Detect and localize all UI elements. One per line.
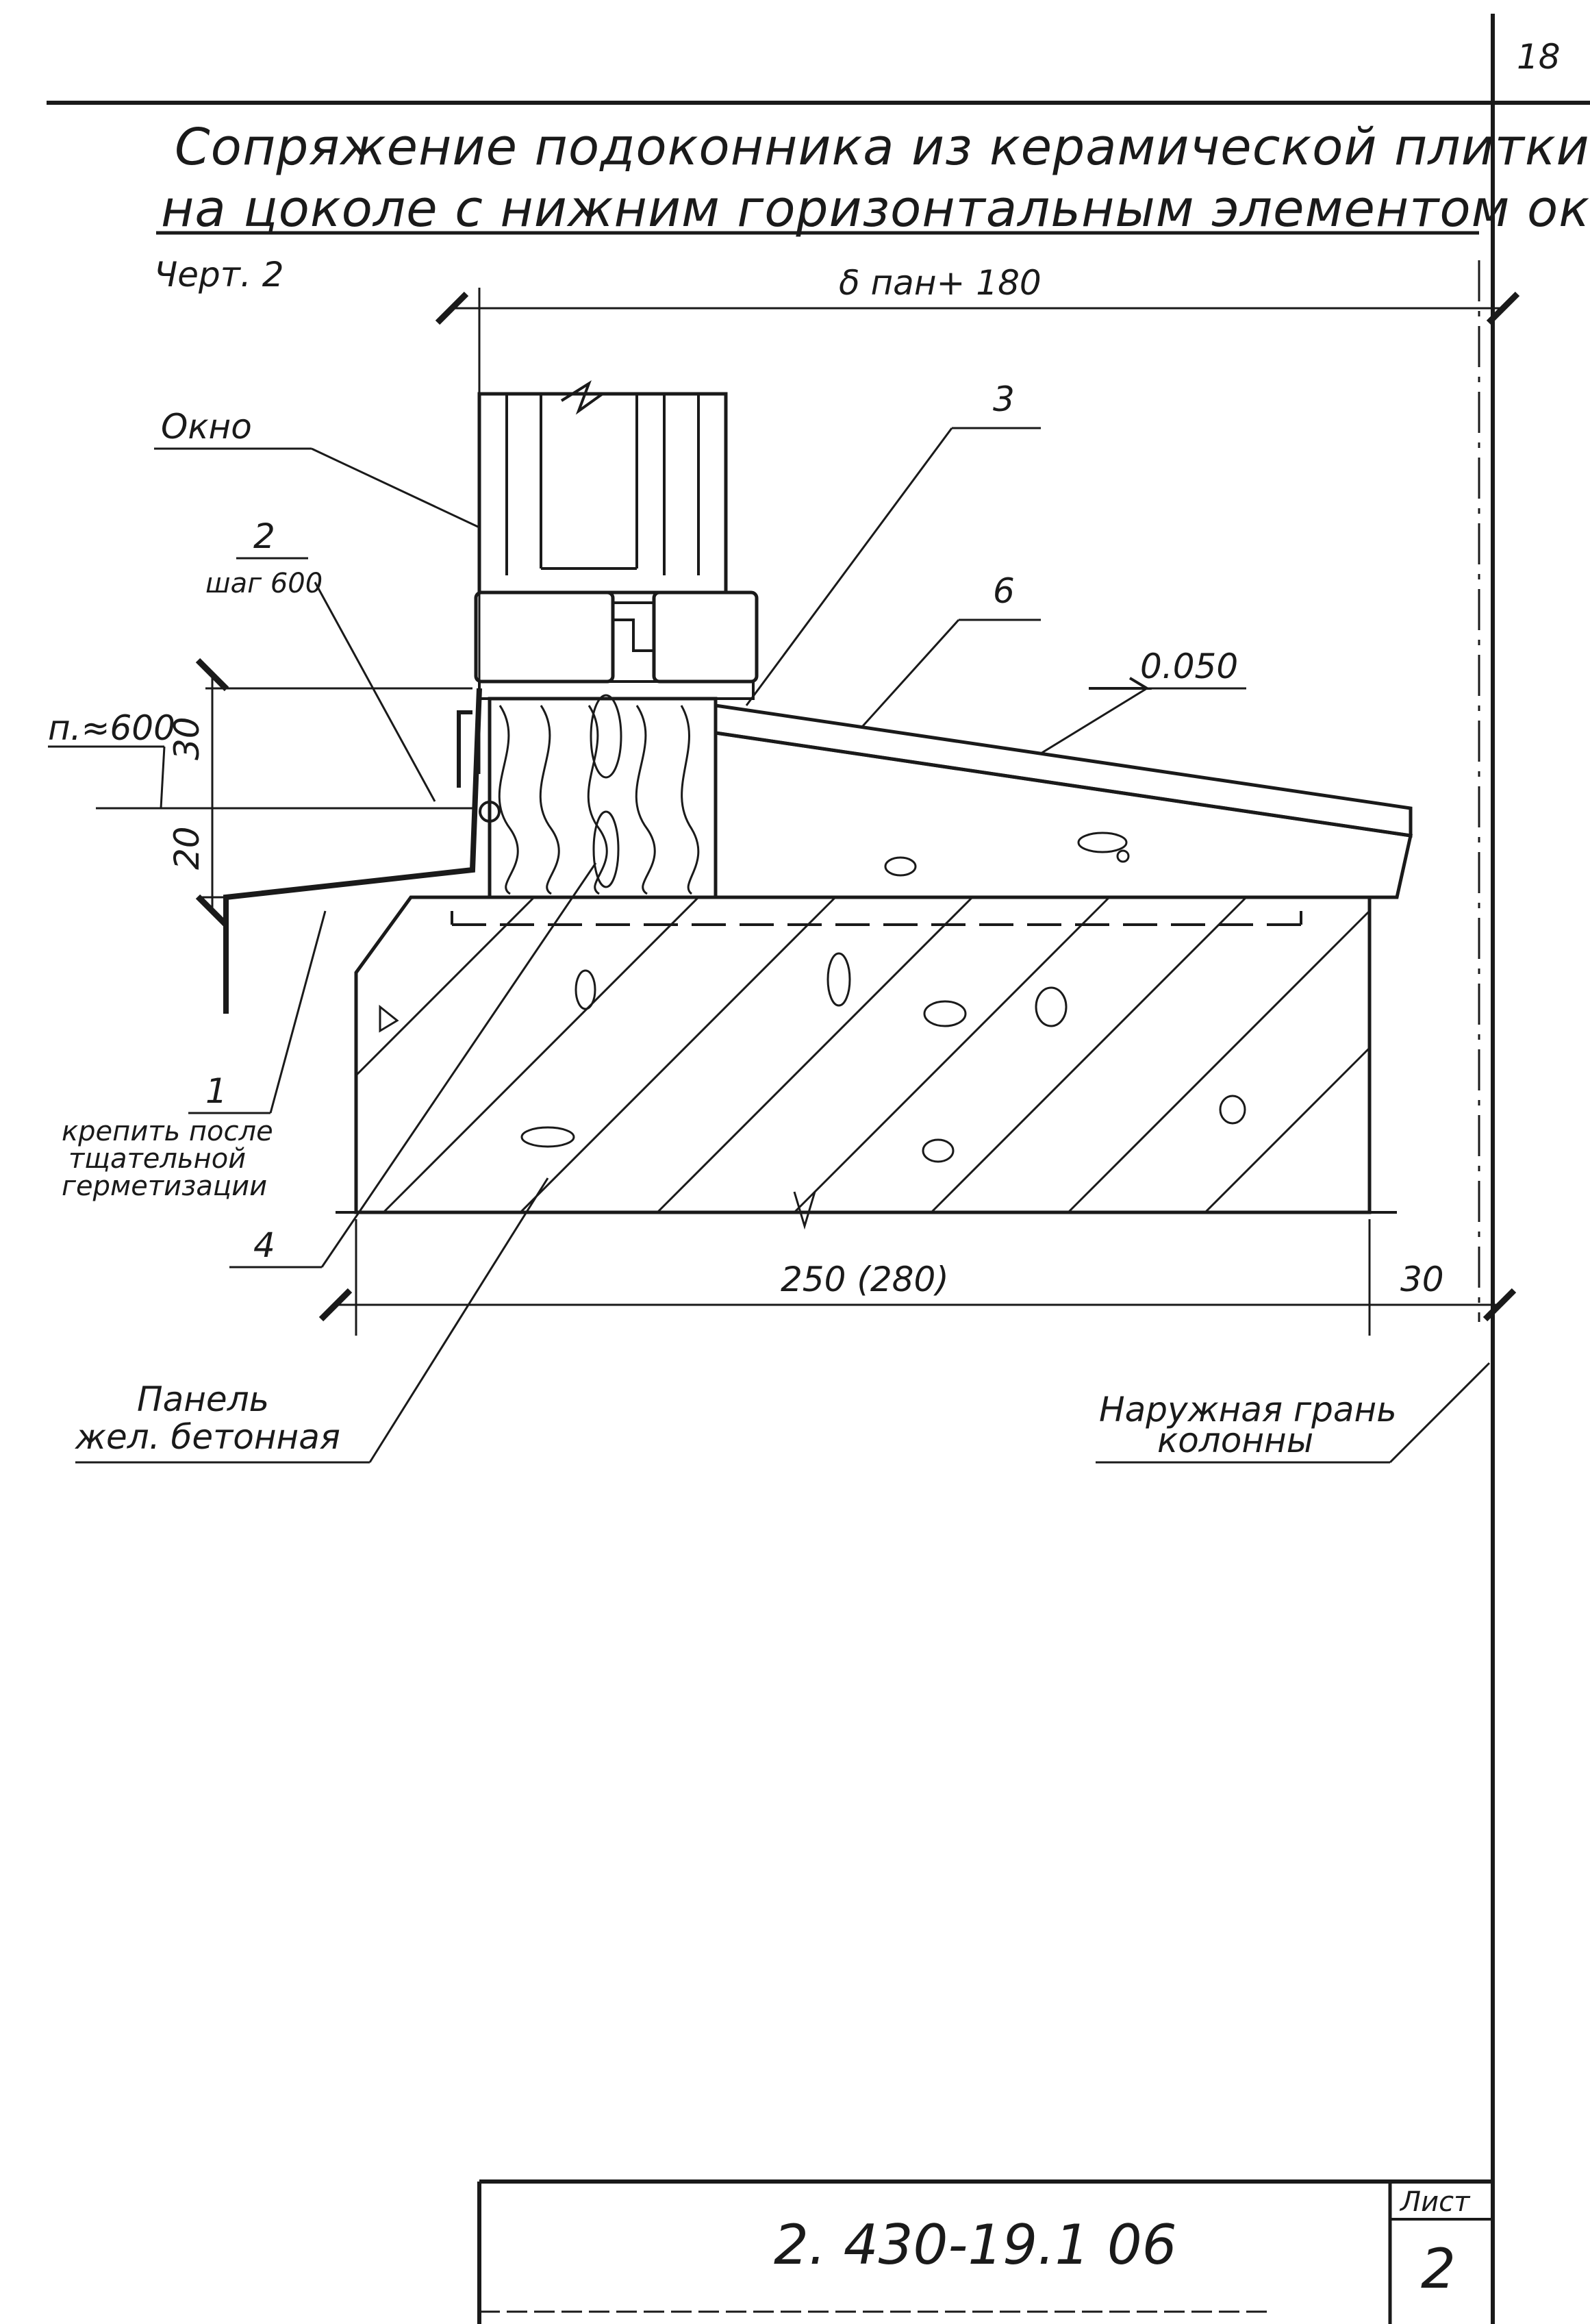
sheet-label: Лист [1399,2186,1471,2218]
callout-column-face: Наружная грань колонны [1096,1362,1491,1464]
title-line-2: на цоколе с нижним горизонтальным элемен… [161,179,1590,238]
spacing-label: п.≈600 [48,708,175,748]
bottom-dimension: 250 (280) 30 [318,1219,1517,1336]
label-column-face-1: Наружная грань [1099,1390,1397,1429]
dimension-bottom-right: 30 [1400,1260,1444,1299]
callout-item-4: 4 [229,862,597,1269]
label-panel-1: Панель [137,1379,269,1419]
drawing-title: Сопряжение подоконника из керамической п… [154,118,1590,295]
window-frame [474,380,759,700]
label-item-3: 3 [993,379,1015,419]
label-item-1: 1 [205,1071,227,1111]
callout-item-3: 3 [745,379,1041,706]
label-item-6: 6 [993,571,1015,611]
metal-flashing [223,688,501,1014]
callout-item-2: 2 шаг 600 [205,516,436,802]
page-number: 18 [1517,37,1561,77]
dimension-bottom-main: 250 (280) [781,1260,949,1299]
drawing-ref: Черт. 2 [154,255,284,295]
callout-item-6: 6 [861,571,1041,727]
document-code: 2. 430-19.1 06 [774,2213,1177,2277]
label-item-2: 2 [253,516,275,556]
level-value: 0.050 [1140,647,1238,686]
callout-window: Окно [154,407,480,529]
label-item-4: 4 [253,1225,275,1265]
title-block: 2. 430-19.1 06 Лист 2 [477,2179,1493,2324]
sheet-number: 2 [1421,2237,1456,2301]
label-panel-2: жел. бетонная [75,1417,340,1457]
callout-panel: Панель жел. бетонная [75,1177,549,1464]
level-mark: 0.050 [1040,647,1246,755]
dimension-30: 30 [167,716,207,760]
left-dimensions: 30 20 п.≈600 [48,658,472,928]
top-dimension: δ пан+ 180 [435,260,1520,1322]
sill-tile-slope [714,703,1413,899]
label-column-face-2: колонны [1157,1421,1313,1460]
callout-item-1: 1 крепить после тщательной герметизации [62,910,327,1202]
label-window: Окно [161,407,252,447]
label-item-1-note-3: герметизации [62,1171,267,1202]
title-line-1: Сопряжение подоконника из керамической п… [175,118,1590,177]
concrete-panel [336,895,1397,1230]
label-item-2-step: шаг 600 [205,568,323,599]
dimension-top: δ пан+ 180 [839,263,1042,303]
insulation [488,694,718,899]
dimension-20: 20 [167,826,207,870]
label-item-1-note-2: тщательной [68,1143,246,1175]
label-item-1-note-1: крепить после [62,1116,273,1147]
sheet-frame [47,14,1590,2324]
